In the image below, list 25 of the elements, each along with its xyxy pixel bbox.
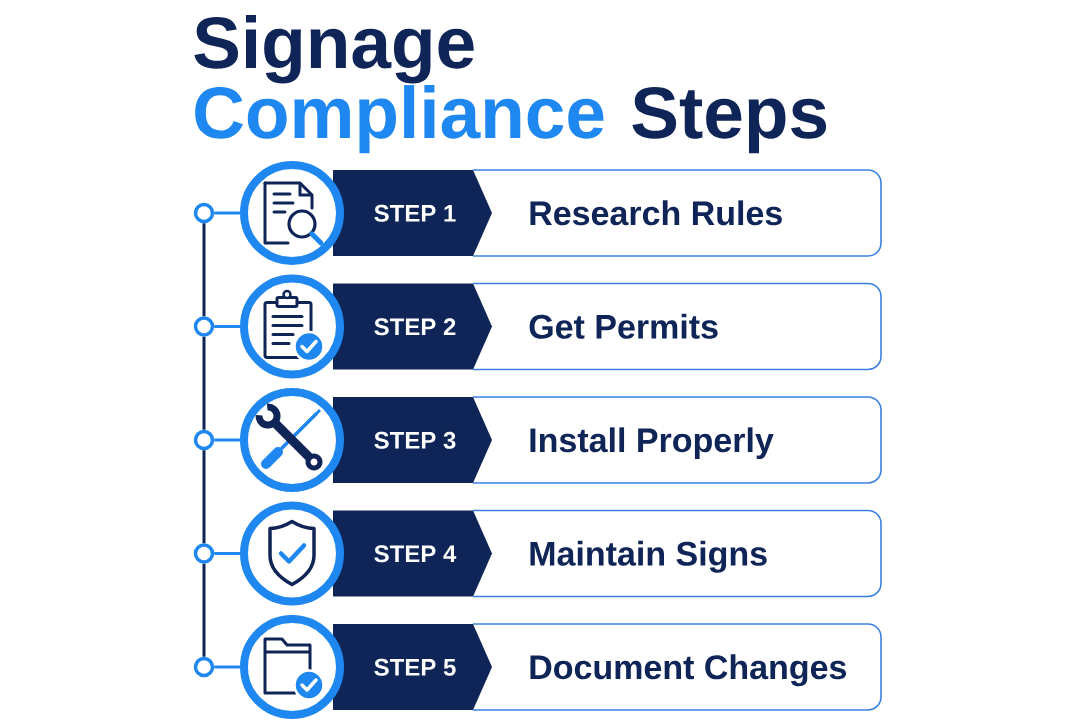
timeline-dot: [193, 316, 215, 337]
timeline-line: [202, 450, 206, 544]
timeline-dot: [193, 656, 215, 678]
step-badge: STEP 4: [333, 510, 492, 597]
step-badge: STEP 3: [333, 397, 492, 483]
step-badge: STEP 1: [333, 170, 492, 256]
connector-line: [214, 665, 240, 669]
step-badge: STEP 5: [333, 624, 492, 710]
step-card: Document Changes: [472, 623, 882, 711]
step-badge: STEP 2: [333, 283, 492, 370]
timeline-line: [202, 223, 206, 317]
connector-line: [214, 552, 240, 555]
title: Signage Compliance Steps: [194, 15, 827, 154]
connector-line: [214, 325, 240, 328]
step-card: Get Permits: [472, 282, 882, 371]
timeline-dot: [193, 543, 215, 564]
connector-line: [214, 211, 240, 215]
step-card: Maintain Signs: [472, 509, 882, 598]
timeline-dot: [193, 429, 215, 451]
timeline-line: [202, 336, 206, 430]
connector-line: [214, 438, 240, 442]
step-card: Install Properly: [472, 396, 882, 484]
step-card: Research Rules: [472, 169, 882, 257]
timeline-dot: [193, 202, 215, 224]
timeline-line: [202, 563, 206, 657]
